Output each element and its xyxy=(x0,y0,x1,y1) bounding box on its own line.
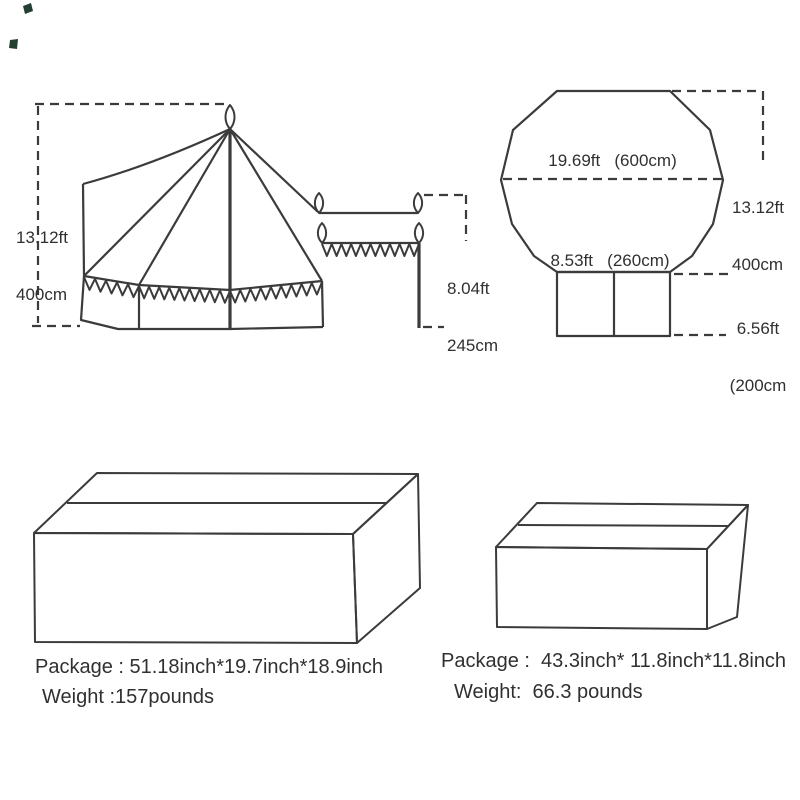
tent-height-dimension: 13.12ft 400cm xyxy=(16,190,68,342)
tent-eave-line xyxy=(83,274,323,292)
large-box-side-face xyxy=(352,473,421,644)
tent-valance-teeth-right xyxy=(229,281,323,304)
tent-left-panel-edge xyxy=(81,183,86,277)
large-package-weight-text: Weight :157pounds xyxy=(42,686,214,708)
awning-valance-teeth xyxy=(321,243,420,257)
artifact-mark-1 xyxy=(23,3,33,14)
small-box-seam xyxy=(517,524,729,527)
tent-wall-outline xyxy=(79,275,324,331)
tent-rib-1 xyxy=(83,128,231,277)
topview-polygon xyxy=(499,89,725,274)
topview-height-ft: 13.12ft xyxy=(732,198,784,217)
awning-finial-1 xyxy=(313,192,325,214)
tent-height-dimension-lines xyxy=(32,102,225,328)
tent-left-roof-curve xyxy=(82,128,231,186)
tent-rib-2 xyxy=(138,128,231,286)
tent-right-wall-edge xyxy=(320,280,325,328)
tent-rope-to-awning xyxy=(229,128,319,213)
tent-valance-teeth-left xyxy=(83,276,140,299)
corner-artifact-marks xyxy=(9,3,33,49)
small-package-box-drawing xyxy=(495,502,749,630)
tent-height-ft: 13.12ft xyxy=(16,228,68,247)
porch-depth-ft: 6.56ft xyxy=(736,319,780,338)
topview-diameter-dimension: 19.69ft (600cm) xyxy=(548,151,677,170)
topview-height-cm: 400cm xyxy=(732,255,784,274)
small-box-front-face xyxy=(495,546,708,630)
awning-height-dimension: 8.04ft 245cm xyxy=(444,241,502,393)
tent-side-view-drawing xyxy=(32,102,325,331)
tent-valance-teeth-mid xyxy=(138,285,231,304)
tent-right-roof-edge xyxy=(229,128,323,282)
small-package-weight-text: Weight: 66.3 pounds xyxy=(454,681,643,703)
tent-height-cm: 400cm xyxy=(16,285,68,304)
porch-depth-cm: (200cm xyxy=(729,376,787,395)
porch-width-dimension: 8.53ft (260cm) xyxy=(550,251,670,270)
awning-finial-3 xyxy=(316,222,328,244)
artifact-mark-2 xyxy=(9,39,18,49)
large-box-front-face xyxy=(33,532,358,644)
small-box-side-face xyxy=(706,504,749,630)
awning-height-cm: 245cm xyxy=(447,336,499,355)
porch-depth-dimension: 6.56ft (200cm xyxy=(726,281,790,433)
tent-peak-finial xyxy=(224,104,236,130)
awning-finial-4 xyxy=(413,222,425,244)
small-package-size-text: Package : 43.3inch* 11.8inch*11.8inch xyxy=(441,650,787,672)
awning-height-ft: 8.04ft xyxy=(447,279,490,298)
awning-finial-2 xyxy=(412,192,424,214)
large-package-box-drawing xyxy=(33,472,421,644)
large-package-size-text: Package : 51.18inch*19.7inch*18.9inch xyxy=(35,656,384,678)
